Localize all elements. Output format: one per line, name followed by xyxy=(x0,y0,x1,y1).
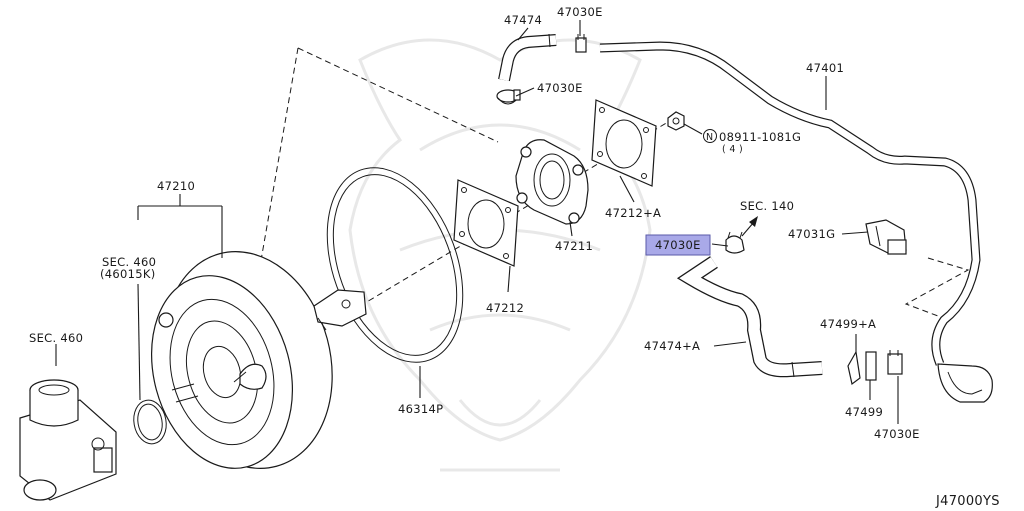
master-cylinder[interactable] xyxy=(19,379,117,501)
label-47474[interactable]: 47474 xyxy=(504,13,542,27)
label-47030e-highlight[interactable]: 47030E xyxy=(655,238,701,252)
hose-clip-47030e-highlight[interactable] xyxy=(725,231,745,254)
label-nut-n: N xyxy=(706,132,713,143)
o-ring-46015k[interactable] xyxy=(130,398,169,447)
label-nut-qty: ( 4 ) xyxy=(722,144,743,155)
gasket-47212a[interactable] xyxy=(591,99,657,187)
hose-clip-47030e[interactable] xyxy=(496,89,521,105)
hose-clip-47030e-top[interactable] xyxy=(575,34,587,53)
diagram-id: J47000YS xyxy=(935,494,1000,509)
label-sec460-46015k-a[interactable]: SEC. 460 xyxy=(102,255,156,269)
label-47401[interactable]: 47401 xyxy=(806,61,844,75)
label-47030e-clip[interactable]: 47030E xyxy=(537,81,583,95)
callout-labels: 47474 47030E 47030E 47401 N 08911-1081G … xyxy=(29,5,1000,509)
label-47499[interactable]: 47499 xyxy=(845,405,883,419)
label-47499a[interactable]: 47499+A xyxy=(820,317,876,331)
vacuum-tube-47401[interactable] xyxy=(599,41,993,403)
label-47210[interactable]: 47210 xyxy=(157,179,195,193)
brake-booster-47210[interactable] xyxy=(131,233,367,488)
sec140-arrow-icon xyxy=(741,216,758,237)
label-sec460[interactable]: SEC. 460 xyxy=(29,331,83,345)
highlight-box xyxy=(645,234,711,256)
label-46314p[interactable]: 46314P xyxy=(398,402,443,416)
gasket-47212[interactable] xyxy=(453,179,519,267)
label-sec140[interactable]: SEC. 140 xyxy=(740,199,794,213)
adapter-47211[interactable] xyxy=(515,139,589,225)
n-symbol-icon xyxy=(703,129,717,143)
hose-47474a[interactable] xyxy=(676,256,823,378)
seal-ring-46314p[interactable] xyxy=(302,149,488,381)
label-47030e-top[interactable]: 47030E xyxy=(557,5,603,19)
hose-47474[interactable] xyxy=(498,33,557,82)
label-08911-1081g[interactable]: 08911-1081G xyxy=(719,130,801,144)
label-47031g[interactable]: 47031G xyxy=(788,227,835,241)
check-valve-47499[interactable] xyxy=(847,350,903,386)
leader-lines xyxy=(55,20,899,424)
label-47211[interactable]: 47211 xyxy=(555,239,593,253)
label-47212[interactable]: 47212 xyxy=(486,301,524,315)
label-sec460-46015k-b[interactable]: (46015K) xyxy=(100,267,156,281)
label-47212a[interactable]: 47212+A xyxy=(605,206,661,220)
label-47474a[interactable]: 47474+A xyxy=(644,339,700,353)
connector-47031g[interactable] xyxy=(865,219,907,255)
label-47030e-bottom[interactable]: 47030E xyxy=(874,427,920,441)
flange-nut-08911-1081g[interactable] xyxy=(667,111,703,135)
